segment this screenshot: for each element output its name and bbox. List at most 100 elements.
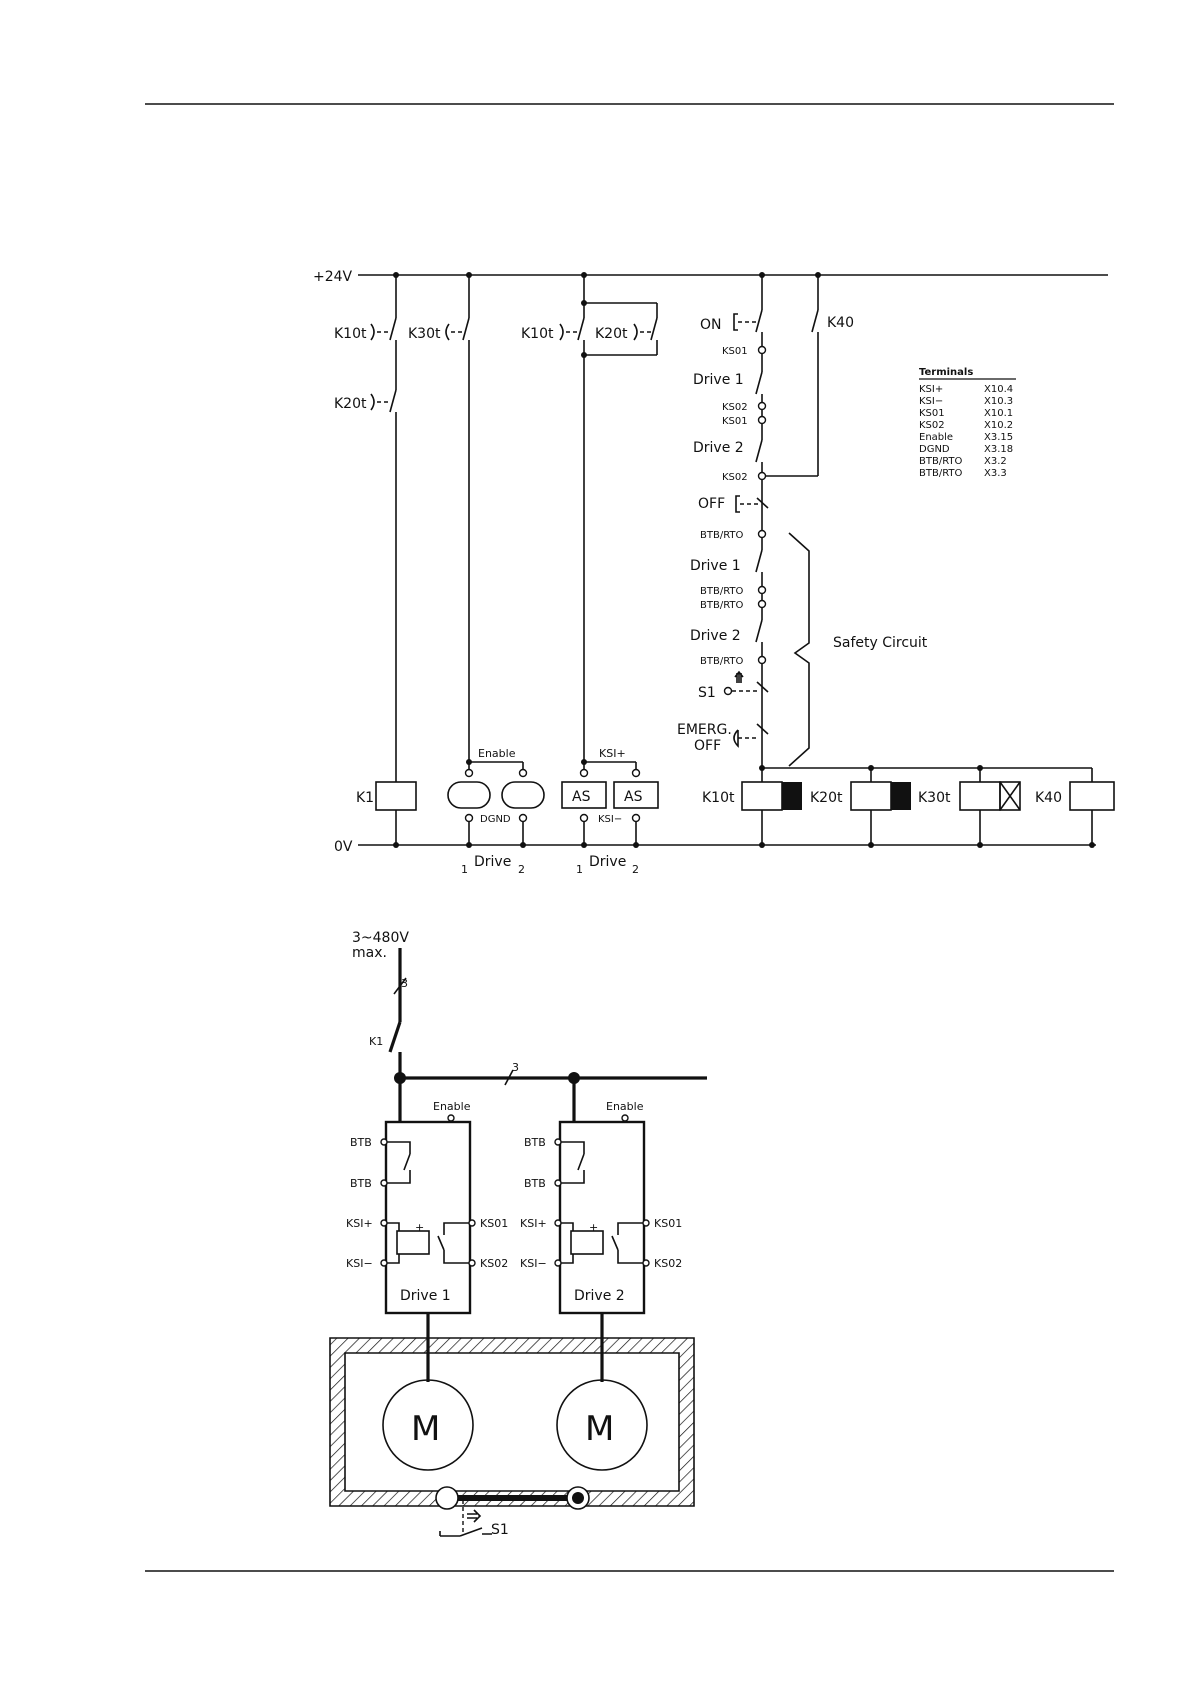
- coil-k20t: [850, 781, 892, 811]
- coil-k1-label: K1: [356, 790, 374, 806]
- drive1-enable-label: Enable: [433, 1100, 471, 1113]
- ks01-label-a: KS01: [722, 346, 748, 357]
- drive2-ks01-label: KS01: [654, 1217, 682, 1230]
- terminal-name: BTB/RTO: [919, 468, 963, 479]
- s1-label-power: S1: [491, 1522, 509, 1538]
- drive-num-3: 1: [576, 863, 583, 876]
- emerg-label-1: EMERG.: [677, 722, 732, 738]
- off-label: OFF: [698, 496, 725, 512]
- drive-label-b: Drive: [589, 854, 626, 870]
- drive2-ksi-minus-label: KSI−: [520, 1257, 547, 1270]
- drive-num-4: 2: [632, 863, 639, 876]
- coil-k10t-label: K10t: [702, 790, 735, 806]
- contact-k20t-b-label: K20t: [595, 326, 628, 342]
- drive1-as-input: [561, 781, 607, 809]
- on-label: ON: [700, 317, 722, 333]
- guard-door-hinge: [435, 1486, 459, 1510]
- ksi-plus-label: KSI+: [599, 747, 626, 760]
- drive2-enable-input: [501, 781, 545, 809]
- k10t-contact-a: [389, 317, 397, 341]
- drive1-plus: +: [415, 1221, 424, 1234]
- k10t-contact-b: [577, 317, 585, 341]
- k1-power-label: K1: [369, 1035, 383, 1048]
- drive2-btb-contact: [561, 1141, 585, 1184]
- motor-2-label: M: [585, 1409, 614, 1449]
- drive1-relay-coil: [396, 1230, 430, 1255]
- terminals-title: Terminals: [919, 367, 973, 378]
- coil-k20t-delay-block: [891, 782, 911, 810]
- terminal-pin: X3.2: [984, 456, 1007, 467]
- drive2-btb1-label: BTB: [524, 1136, 546, 1149]
- dgnd-label: DGND: [480, 814, 511, 825]
- coil-k40-label: K40: [1035, 790, 1062, 806]
- drive2-name: Drive 2: [574, 1288, 625, 1304]
- motor-1: [382, 1379, 474, 1471]
- machine-guard-enclosure: [329, 1337, 695, 1507]
- terminal-pin: X10.2: [984, 420, 1013, 431]
- terminal-pin: X10.3: [984, 396, 1013, 407]
- drive2-ksi-plus-label: KSI+: [520, 1217, 547, 1230]
- coil-k10t-delay-block: [782, 782, 802, 810]
- contact-k30t-label: K30t: [408, 326, 441, 342]
- drive2-as-input: [613, 781, 659, 809]
- mains-label-1: 3~480V: [352, 930, 409, 946]
- as-label-2: AS: [624, 789, 643, 805]
- chain-drive2-label-b: Drive 2: [690, 628, 741, 644]
- drive2-btb2-label: BTB: [524, 1177, 546, 1190]
- coil-k30t-delay-block: [999, 781, 1021, 811]
- coil-k40: [1069, 781, 1115, 811]
- drive2-enable-label: Enable: [606, 1100, 644, 1113]
- phase-count-2: 3: [512, 1061, 519, 1074]
- btb-label-4: BTB/RTO: [700, 656, 744, 667]
- coil-k1: [375, 781, 417, 811]
- k20t-contact-b: [650, 317, 658, 341]
- contact-k10t-b-label: K10t: [521, 326, 554, 342]
- contact-k20t-a-label: K20t: [334, 396, 367, 412]
- rail-plus24v-label: +24V: [313, 269, 353, 285]
- terminal-pin: X10.1: [984, 408, 1013, 419]
- terminal-name: Enable: [919, 432, 953, 443]
- rail-0v-label: 0V: [334, 839, 353, 855]
- terminal-name: KSI−: [919, 396, 943, 407]
- drive1-box: Enable BTB BTB KSI+ KSI− + KS01 KS02 Dri…: [346, 1100, 508, 1315]
- drive2-ks-contact: [611, 1222, 643, 1264]
- drive1-ks01-label: KS01: [480, 1217, 508, 1230]
- btb-label-3: BTB/RTO: [700, 600, 744, 611]
- drive-num-2: 2: [518, 863, 525, 876]
- control-circuit: +24V 0V K10t K20t K1 K30t: [313, 269, 1115, 876]
- motor-1-label: M: [411, 1409, 440, 1449]
- mains-label-2: max.: [352, 945, 387, 961]
- on-button-contact: [755, 309, 763, 333]
- drive1-name: Drive 1: [400, 1288, 451, 1304]
- power-circuit: 3~480V max. 3 K1 3 Enable BTB BTB KSI+ K…: [329, 930, 707, 1538]
- ks02-label-b: KS02: [722, 472, 748, 483]
- coil-k20t-label: K20t: [810, 790, 843, 806]
- drive1-enable-input: [447, 781, 491, 809]
- drive1-ksi-plus-label: KSI+: [346, 1217, 373, 1230]
- drive1-btb2-label: BTB: [350, 1177, 372, 1190]
- terminal-name: KS01: [919, 408, 945, 419]
- drive1-btb1-label: BTB: [350, 1136, 372, 1149]
- emerg-label-2: OFF: [694, 738, 721, 754]
- terminal-name: KSI+: [919, 384, 943, 395]
- drive1-btb-contact: [387, 1141, 411, 1184]
- terminals-table: Terminals KSI+ X10.4 KSI− X10.3 KS01 X10…: [919, 367, 1016, 479]
- contact-k10t-a-label: K10t: [334, 326, 367, 342]
- motor-2: [556, 1379, 648, 1471]
- k30t-contact: [462, 317, 470, 341]
- drive2-box: Enable BTB BTB KSI+ KSI− + KS01 KS02 Dri…: [520, 1100, 682, 1315]
- terminal-pin: X10.4: [984, 384, 1013, 395]
- s1-label-ctrl: S1: [698, 685, 716, 701]
- enable-label: Enable: [478, 747, 516, 760]
- drive1-ks02-label: KS02: [480, 1257, 508, 1270]
- chain-drive1-label-a: Drive 1: [693, 372, 744, 388]
- k40-contact: [811, 309, 819, 333]
- terminal-name: DGND: [919, 444, 950, 455]
- contact-k40-label: K40: [827, 315, 854, 331]
- terminal-pin: X3.15: [984, 432, 1013, 443]
- terminal-pin: X3.18: [984, 444, 1013, 455]
- safety-circuit-label: Safety Circuit: [833, 635, 928, 651]
- phase-count-1: 3: [401, 977, 408, 990]
- chain-drive1-label-b: Drive 1: [690, 558, 741, 574]
